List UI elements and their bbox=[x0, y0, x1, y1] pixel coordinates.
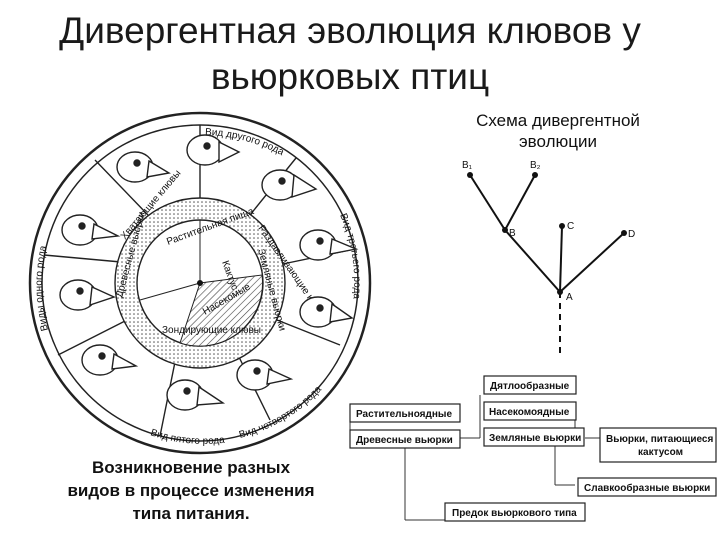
box-insectivorous-text: Насекомоядные bbox=[489, 407, 570, 418]
sector-probing: Зондирующие клювы bbox=[162, 325, 261, 336]
bird-head-icon bbox=[261, 169, 318, 201]
bird-head-icon bbox=[299, 296, 354, 328]
box-cactus-text-1: Вьюрки, питающиеся bbox=[606, 434, 713, 445]
tree-node-a bbox=[557, 289, 563, 295]
tree-label-a: A bbox=[566, 292, 573, 303]
box-ground-finches bbox=[483, 427, 585, 447]
caption-line3: типа питания. bbox=[132, 504, 250, 523]
box-herbivorous-text: Растительноядные bbox=[356, 409, 452, 420]
scheme-title-line1: Схема дивергентной bbox=[476, 111, 640, 130]
caption: Возникновение разных видов в процессе из… bbox=[36, 456, 346, 525]
page-title-line1: Дивергентная эволюция клювов у bbox=[59, 10, 641, 51]
tree-node-c bbox=[559, 223, 565, 229]
box-ancestor bbox=[444, 502, 586, 522]
bird-head-icon bbox=[186, 134, 241, 166]
box-cactus-text-2: кактусом bbox=[638, 447, 683, 458]
tree-node-d bbox=[621, 230, 627, 236]
bird-head-icon bbox=[116, 151, 171, 183]
bird-head-icon bbox=[236, 359, 294, 391]
tree-label-b2: B₂ bbox=[530, 160, 541, 171]
box-woodpecker-text: Дятлообразные bbox=[490, 380, 570, 392]
tree-label-b1: B₁ bbox=[462, 160, 473, 171]
wheel-hatched-sector bbox=[179, 274, 263, 347]
divergence-tree bbox=[469, 174, 625, 355]
bird-heads bbox=[59, 134, 359, 411]
page-title-line2: вьюрковых птиц bbox=[210, 56, 490, 97]
box-ground-finches-text: Земляные вьюрки bbox=[489, 433, 581, 444]
scheme-title: Схема дивергентной эволюции bbox=[448, 110, 668, 152]
tree-node-b1 bbox=[467, 172, 473, 178]
box-ancestor-text: Предок вьюркового типа bbox=[452, 508, 577, 519]
box-tree-finches-text: Древесные вьюрки bbox=[356, 435, 453, 446]
scheme-title-line2: эволюции bbox=[519, 132, 597, 151]
tree-nodes bbox=[467, 172, 627, 295]
caption-line1: Возникновение разных bbox=[91, 458, 291, 477]
box-insectivorous bbox=[483, 401, 577, 421]
tree-label-c: C bbox=[567, 221, 574, 232]
bird-head-icon bbox=[299, 229, 359, 261]
box-warbler-text: Славкообразные вьюрки bbox=[584, 482, 710, 494]
bird-head-icon bbox=[166, 379, 226, 411]
wheel-center bbox=[197, 280, 203, 286]
box-cactus-finches bbox=[599, 427, 717, 463]
box-woodpecker bbox=[483, 375, 577, 395]
bird-head-icon bbox=[81, 344, 139, 376]
box-tree-finches bbox=[349, 429, 461, 449]
caption-line2: видов в процессе изменения bbox=[67, 481, 315, 500]
tree-label-b: B bbox=[509, 228, 516, 239]
tree-label-d: D bbox=[628, 229, 635, 240]
page-title: Дивергентная эволюция клювов у вьюрковых… bbox=[10, 8, 690, 100]
tree-node-b bbox=[502, 227, 508, 233]
bird-head-icon bbox=[59, 279, 116, 311]
box-herbivorous bbox=[349, 403, 461, 423]
tree-node-b2 bbox=[532, 172, 538, 178]
box-warbler-finches bbox=[577, 477, 717, 497]
bird-head-icon bbox=[61, 214, 121, 246]
